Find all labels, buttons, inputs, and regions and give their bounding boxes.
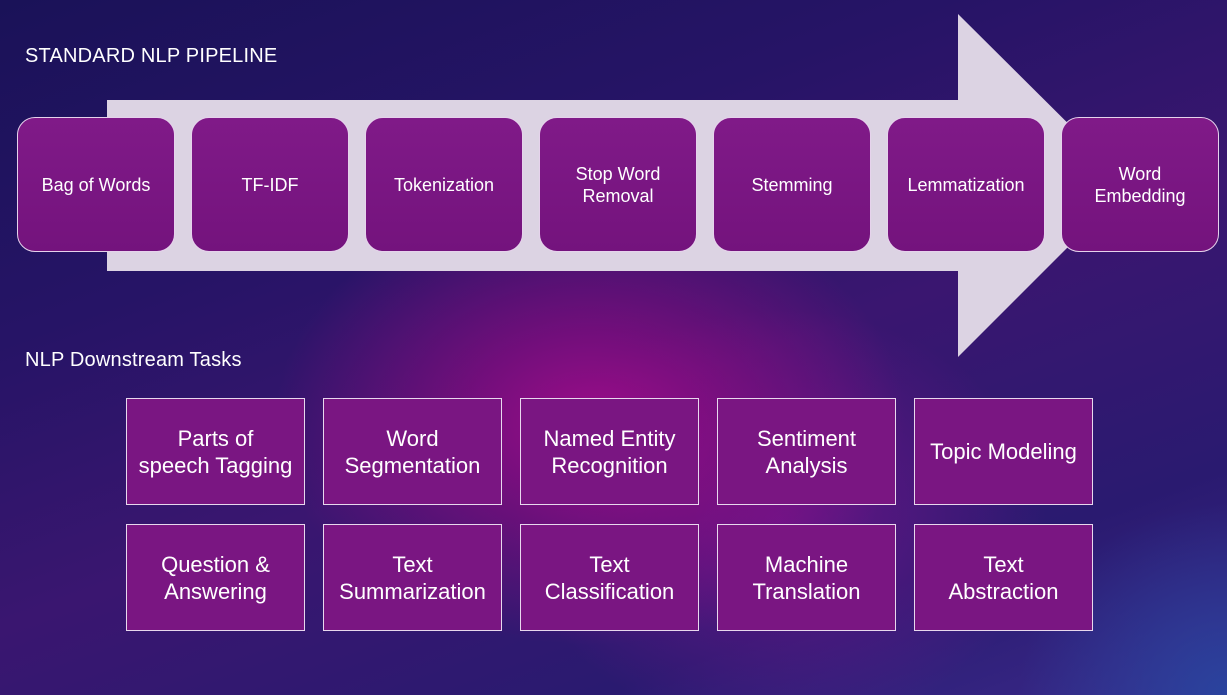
task-topic-modeling: Topic Modeling [914, 398, 1093, 505]
pipeline-step-bag-of-words: Bag of Words [17, 117, 175, 252]
pipeline-step-tokenization: Tokenization [365, 117, 523, 252]
task-label: Topic Modeling [930, 439, 1077, 464]
pipeline-step-label: Lemmatization [907, 174, 1025, 195]
pipeline-step-label: Tokenization [393, 174, 495, 195]
pipeline-step-label: Stemming [751, 174, 833, 195]
task-label: Question &Answering [161, 551, 270, 604]
pipeline-step-label: TF-IDF [241, 174, 299, 195]
pipeline-step-tf-idf: TF-IDF [191, 117, 349, 252]
pipeline-title: STANDARD NLP PIPELINE [25, 45, 278, 67]
tasks-title: NLP Downstream Tasks [25, 349, 242, 371]
pipeline-step-label: Bag of Words [41, 174, 151, 195]
task-question-answering: Question &Answering [126, 524, 305, 631]
pipeline-step-lemmatization: Lemmatization [887, 117, 1045, 252]
pipeline-step-stemming: Stemming [713, 117, 871, 252]
